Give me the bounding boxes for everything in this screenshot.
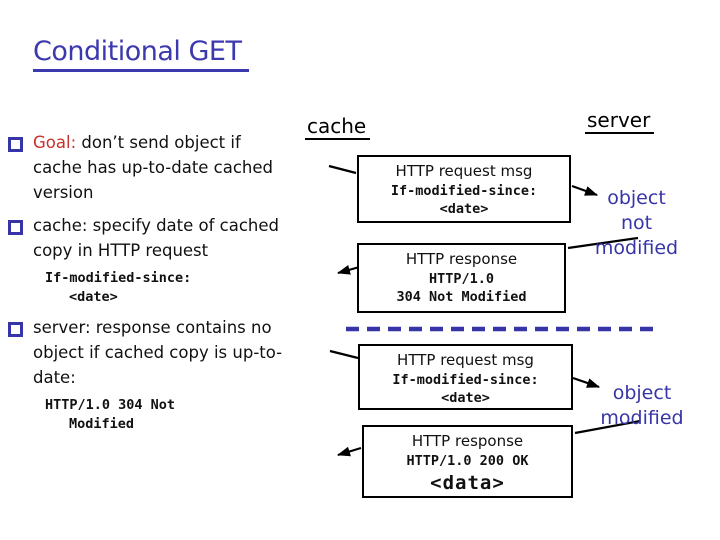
cache-label: cache xyxy=(305,114,371,140)
code-if-modified-since: If-modified-since: <date> xyxy=(45,269,288,307)
annotation-line: object xyxy=(612,382,672,404)
code-line: <date> xyxy=(69,289,118,305)
bullet-list: Goal: don’t send object if cache has up-… xyxy=(8,130,288,442)
bullet-goal: Goal: don’t send object if cache has up-… xyxy=(8,130,288,205)
bullet-cache: cache: specify date of cached copy in HT… xyxy=(8,213,288,307)
box-line: <date> xyxy=(441,390,490,406)
bullet-square-icon xyxy=(8,137,23,152)
annotation-object-not-modified: object not modified xyxy=(589,186,684,261)
annotation-line: object xyxy=(607,187,666,209)
box-line: If-modified-since: xyxy=(392,372,539,388)
box-line: <data> xyxy=(430,472,505,494)
box-title: HTTP response xyxy=(405,250,518,268)
box-title: HTTP response xyxy=(411,432,524,450)
box-line: 304 Not Modified xyxy=(396,289,527,305)
code-line: If-modified-since: xyxy=(45,270,192,286)
request2-from-cache-line xyxy=(329,349,359,360)
bullet-goal-text: don’t send object if cache has up-to-dat… xyxy=(33,133,274,202)
annotation-line: modified xyxy=(600,407,684,429)
code-line: HTTP/1.0 304 Not xyxy=(45,397,176,413)
bullet-server: server: response contains no object if c… xyxy=(8,315,288,434)
annotation-line: not xyxy=(620,212,653,234)
code-304-not-modified: HTTP/1.0 304 Not Modified xyxy=(45,396,288,434)
request1-from-cache-line xyxy=(328,164,357,175)
box-line: <date> xyxy=(439,201,489,217)
box-line: If-modified-since: xyxy=(390,183,538,199)
box-line: HTTP/1.0 xyxy=(428,271,495,287)
http-response-box-1: HTTP response HTTP/1.0 304 Not Modified xyxy=(357,243,566,313)
bullet-square-icon xyxy=(8,220,23,235)
code-line: Modified xyxy=(69,416,135,432)
http-response-box-2: HTTP response HTTP/1.0 200 OK <data> xyxy=(362,425,573,498)
annotation-line: modified xyxy=(594,237,679,259)
server-label: server xyxy=(585,108,655,134)
annotation-object-modified: object modified xyxy=(587,381,697,431)
response2-to-cache-arrow xyxy=(337,446,362,457)
slide-title: Conditional GET xyxy=(33,36,250,72)
http-request-msg-box-1: HTTP request msg If-modified-since: <dat… xyxy=(357,155,571,223)
bullet-cache-text: cache: specify date of cached copy in HT… xyxy=(33,216,280,260)
box-title: HTTP request msg xyxy=(395,162,533,180)
box-title: HTTP request msg xyxy=(397,351,534,369)
box-line: HTTP/1.0 200 OK xyxy=(406,453,529,469)
bullet-goal-lead: Goal: xyxy=(33,133,77,152)
bullet-square-icon xyxy=(8,322,23,337)
bullet-server-text: server: response contains no object if c… xyxy=(33,318,283,387)
http-request-msg-box-2: HTTP request msg If-modified-since: <dat… xyxy=(358,344,573,410)
